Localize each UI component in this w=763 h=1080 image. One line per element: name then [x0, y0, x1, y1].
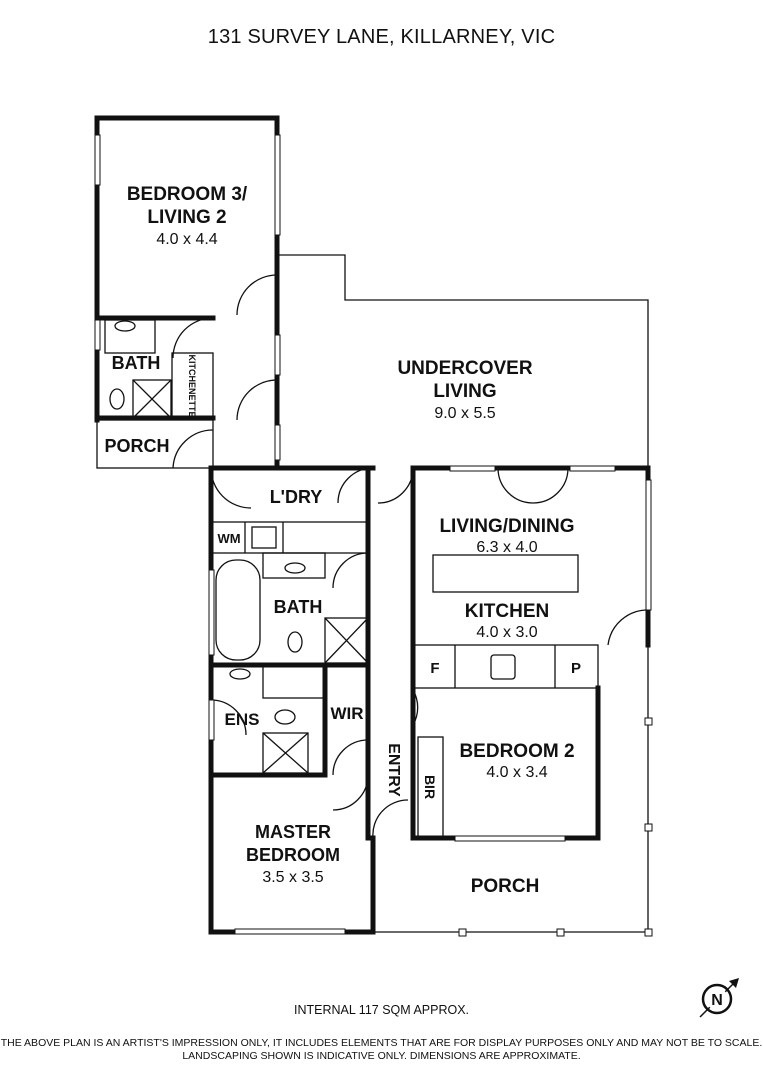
bedroom2-label: BEDROOM 2: [459, 741, 574, 762]
bedroom3-dims: 4.0 x 4.4: [156, 231, 217, 248]
wm-label: WM: [217, 531, 240, 546]
kitchen-label: KITCHEN: [465, 601, 549, 622]
fridge-label: F: [430, 660, 439, 677]
pantry-label: P: [571, 660, 581, 677]
bedroom2-dims: 4.0 x 3.4: [486, 764, 547, 781]
entry-label: ENTRY: [385, 743, 402, 797]
bedroom3-label: BEDROOM 3/: [127, 184, 248, 205]
bir-label: BIR: [422, 775, 438, 799]
windows: [94, 134, 653, 937]
master-label: MASTER: [255, 822, 331, 842]
compass-letter: N: [711, 992, 723, 1009]
living-dining-dims: 6.3 x 4.0: [476, 539, 537, 556]
laundry-label: L'DRY: [270, 487, 323, 507]
bathtub: [215, 559, 261, 661]
undercover-label-2: LIVING: [433, 381, 496, 402]
internal-area: INTERNAL 117 SQM APPROX.: [293, 1003, 470, 1017]
disclaimer-line-2: LANDSCAPING SHOWN IS INDICATIVE ONLY. DI…: [182, 1050, 581, 1062]
front-porch-label: PORCH: [471, 876, 540, 897]
undercover-dims: 9.0 x 5.5: [434, 405, 495, 422]
upper-bath-label: BATH: [112, 353, 161, 373]
laundry-sink: [251, 526, 277, 549]
disclaimer-line-1: THE ABOVE PLAN IS AN ARTIST'S IMPRESSION…: [0, 1037, 763, 1049]
room-labels: BEDROOM 3/ LIVING 2 4.0 x 4.4 BATH KITCH…: [104, 184, 581, 897]
master-label-2: BEDROOM: [246, 845, 340, 865]
wir-label: WIR: [330, 704, 363, 723]
main-bath-label: BATH: [274, 597, 323, 617]
north-compass-icon: N: [699, 978, 739, 1018]
master-dims: 3.5 x 3.5: [262, 869, 323, 886]
plan-title: 131 SURVEY LANE, KILLARNEY, VIC: [207, 26, 556, 48]
kitchen-dims: 4.0 x 3.0: [476, 624, 537, 641]
kitchenette-label: KITCHENETTE: [187, 355, 197, 418]
cooktop: [490, 654, 516, 680]
kitchen-island: [432, 554, 579, 593]
undercover-outline: [277, 254, 649, 468]
bedroom3-label-2: LIVING 2: [147, 207, 226, 228]
upper-porch-label: PORCH: [104, 436, 169, 456]
ensuite-label: ENS: [225, 710, 260, 729]
living-dining-label: LIVING/DINING: [439, 516, 574, 537]
disclaimer: THE ABOVE PLAN IS AN ARTIST'S IMPRESSION…: [0, 1037, 763, 1063]
undercover-label: UNDERCOVER: [397, 358, 532, 379]
thin-lines: [96, 254, 649, 933]
